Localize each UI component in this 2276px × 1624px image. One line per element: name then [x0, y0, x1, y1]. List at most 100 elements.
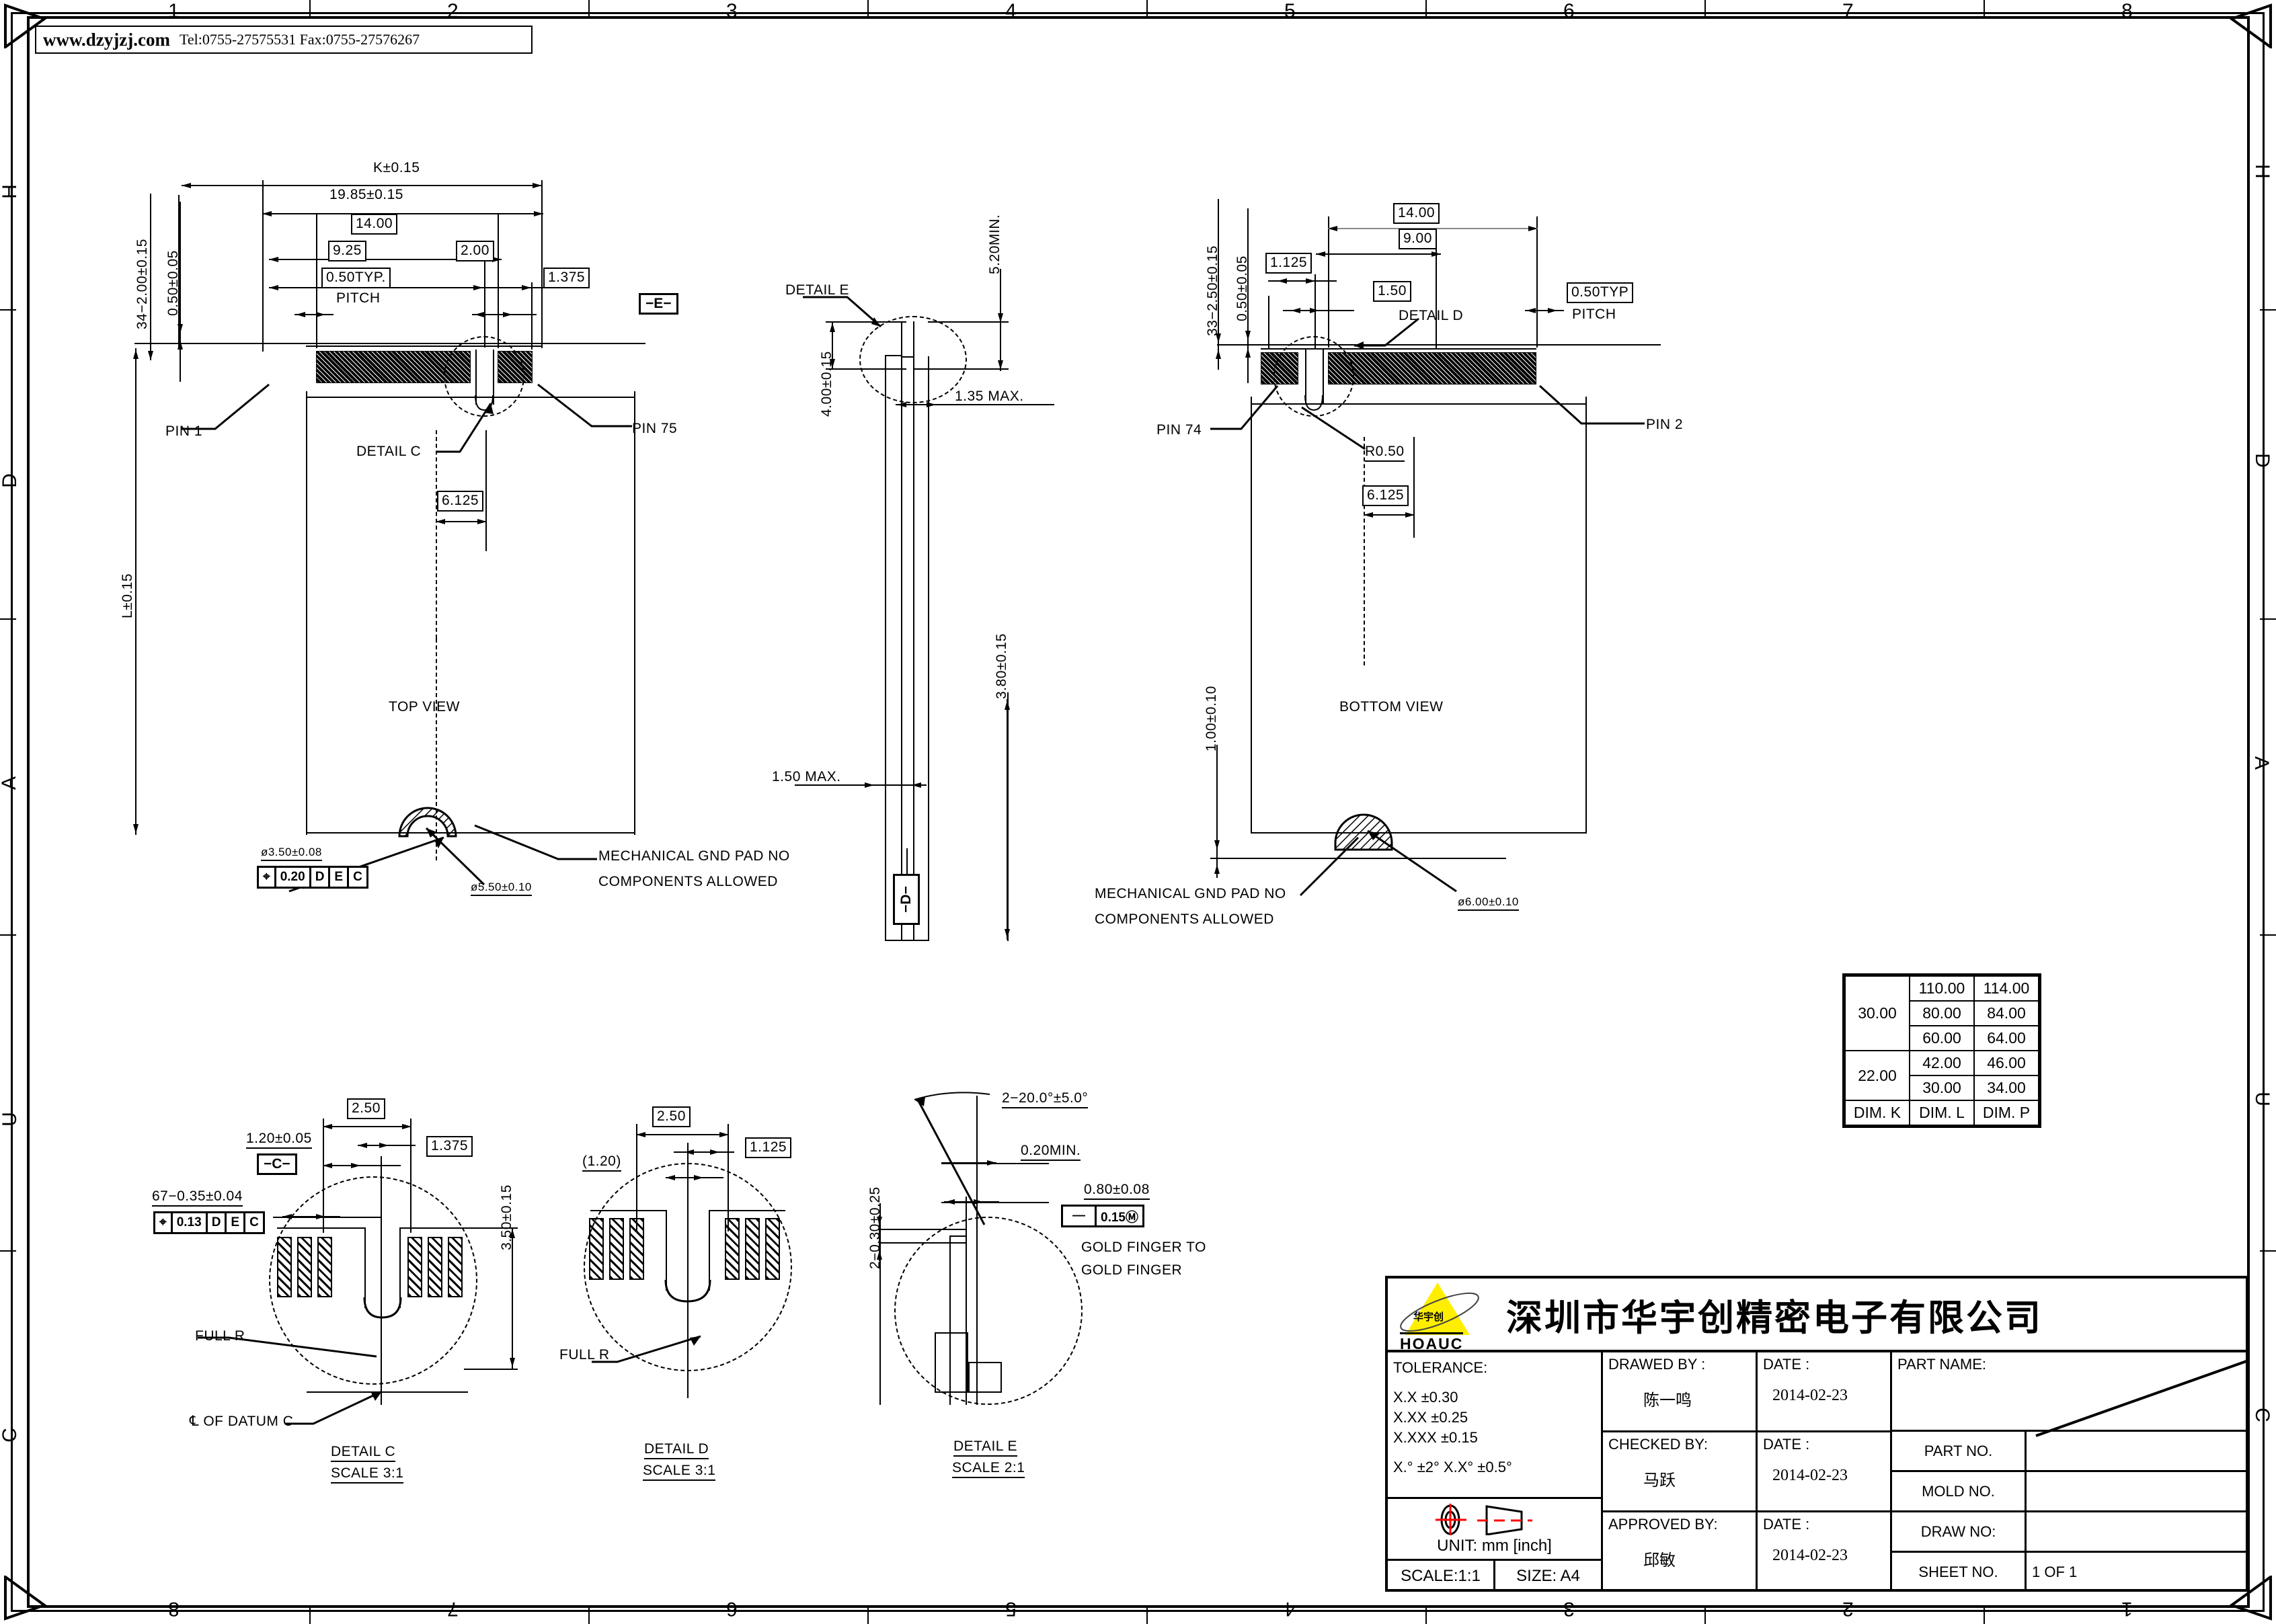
- checked-by-value: 马跃: [1643, 1472, 1676, 1490]
- ext-line: [498, 214, 499, 348]
- bottom-view-dim-9-00: 9.00: [1399, 229, 1437, 249]
- ruler-left-mark-a: A: [0, 776, 21, 790]
- bottom-view-pin-74-label: PIN 74: [1156, 422, 1202, 438]
- dim-arrow-2-030: [877, 1215, 882, 1261]
- tolerance-xxx: X.XX ±0.25: [1393, 1409, 1468, 1426]
- ext-line: [316, 214, 317, 348]
- bottom-view-strip-top: [1261, 348, 1536, 350]
- detail-e-dim-2-030: 2−0.30±0.25: [867, 1186, 883, 1269]
- detail-c-dim-1-20: 1.20±0.05: [246, 1131, 312, 1149]
- ruler-bottom-mark-8: 8: [168, 1598, 180, 1620]
- ruler-bottom-mark-3: 3: [1563, 1598, 1575, 1620]
- detail-e-note-line1: GOLD FINGER TO: [1081, 1240, 1206, 1255]
- dim-p-value-5: 34.00: [1973, 1075, 2039, 1101]
- ext-line: [178, 195, 180, 350]
- tolerance-column: TOLERANCE: X.X ±0.30 X.XX ±0.25 X.XXX ±0…: [1388, 1352, 1603, 1592]
- mold-no-value: [2027, 1472, 2246, 1512]
- top-view-label: TOP VIEW: [389, 699, 460, 715]
- logo-wordmark: HOAUC: [1400, 1332, 1464, 1353]
- fcf-datum-e: E: [330, 868, 350, 887]
- top-view-dim-0-50: 0.50±0.05: [165, 250, 181, 316]
- mold-no-row: MOLD NO.: [1892, 1472, 2246, 1512]
- detail-d-pad: [589, 1218, 604, 1280]
- website-contact-box: www.dzyjzj.com Tel:0755-27575531 Fax:075…: [35, 26, 533, 54]
- detail-c-pad: [428, 1237, 442, 1297]
- ext-line: [1210, 858, 1506, 859]
- top-view-dia-3-50: ø3.50±0.08: [261, 846, 322, 861]
- checked-by-cell: CHECKED BY: 马跃: [1603, 1432, 1758, 1512]
- ruler-left-mark-c: C: [0, 1428, 21, 1443]
- ruler-left: H D A U C: [0, 0, 28, 1624]
- drawed-row: DRAWED BY : 陈一鸣 DATE : 2014-02-23: [1603, 1352, 1892, 1432]
- detail-d-dim-1-125: 1.125: [745, 1137, 792, 1158]
- top-view-dim-34-2-00: 34−2.00±0.15: [134, 239, 150, 329]
- ruler-right-mark-d: D: [2250, 453, 2273, 468]
- detail-d-centerline: [687, 1143, 689, 1398]
- detail-e-title: DETAIL E: [953, 1438, 1018, 1457]
- dim-arrow-1-50: [1283, 308, 1354, 313]
- top-view-pin-1-label: PIN 1: [165, 423, 203, 439]
- detail-c-full-r-label: FULL R: [195, 1328, 245, 1344]
- sheet-no-label: SHEET NO.: [1892, 1553, 2027, 1592]
- ext-line: [1328, 216, 1329, 348]
- detail-c-dim-2-50: 2.50: [347, 1098, 385, 1119]
- approved-row: APPROVED BY: 邱敏 DATE : 2014-02-23: [1603, 1512, 1892, 1592]
- ruler-bottom-mark-5: 5: [1005, 1598, 1017, 1620]
- dim-arrow-33-2-50: [1216, 199, 1221, 370]
- top-view-dim-6-125: 6.125: [437, 491, 484, 512]
- top-view-body-outline: [306, 397, 635, 834]
- dim-arrow-pitch-bottom: [1525, 308, 1564, 313]
- detail-c-slot-right: [399, 1227, 401, 1308]
- drawed-date-value: 2014-02-23: [1772, 1387, 1848, 1404]
- dim-arrow-4-00: [830, 321, 835, 370]
- gdt-feature-control-frame-detail-e: — 0.15Ⓜ: [1061, 1205, 1144, 1227]
- bottom-view-gnd-note-line1: MECHANICAL GND PAD NO: [1095, 886, 1286, 901]
- ext-line: [928, 368, 1009, 370]
- approved-by-label: APPROVED BY:: [1608, 1516, 1718, 1533]
- ruler-tick: [867, 1608, 869, 1624]
- detail-d-full-r-label: FULL R: [559, 1347, 610, 1363]
- logo-chinese-text: 华宇创: [1413, 1311, 1444, 1323]
- ruler-tick: [1146, 1608, 1148, 1624]
- ext-line: [541, 180, 543, 348]
- dim-p-value-3: 64.00: [1973, 1025, 2039, 1051]
- ruler-tick: [309, 0, 311, 16]
- detail-d-slot-left: [666, 1210, 667, 1291]
- ext-line: [262, 180, 264, 352]
- ext-line: [1436, 247, 1437, 348]
- ruler-tick: [1704, 0, 1706, 16]
- ruler-top: 1 2 3 4 5 6 7 8: [0, 0, 2276, 28]
- table-row: 30.00 110.00 114.00: [1844, 975, 2039, 1051]
- ext-line: [636, 1124, 637, 1231]
- dim-arrow-1-20-d: [666, 1175, 723, 1180]
- approved-date-label: DATE :: [1763, 1516, 1810, 1533]
- company-logo: 华宇创 HOAUC: [1388, 1277, 1489, 1353]
- top-view-dia-5-50: ø5.50±0.10: [471, 881, 532, 896]
- top-view-strip-top: [306, 346, 541, 347]
- ruler-tick: [2260, 934, 2276, 936]
- dim-arrow-K: [182, 183, 542, 188]
- bottom-gold-finger-right: [1328, 352, 1536, 384]
- sheet-no-row: SHEET NO. 1 OF 1: [1892, 1553, 2246, 1592]
- drawing-frame-inner: [27, 16, 2250, 1608]
- detail-e-edge-cap: [949, 1235, 966, 1237]
- detail-e-callout-circle: [859, 316, 967, 403]
- ruler-tick: [1425, 1608, 1427, 1624]
- ruler-right-mark-a: A: [2250, 756, 2273, 770]
- bottom-view-dia-6-00: ø6.00±0.10: [1458, 895, 1519, 911]
- datum-d-symbol: −D−: [893, 874, 920, 925]
- top-view-dim-1-375: 1.375: [543, 268, 590, 288]
- draw-no-value: [2027, 1512, 2246, 1553]
- ruler-top-mark-1: 1: [168, 0, 180, 22]
- detail-c-pad: [407, 1237, 422, 1297]
- detail-c-full-radius: [363, 1297, 402, 1319]
- ext-line: [531, 282, 533, 350]
- side-view-dim-1-35-max: 1.35 MAX.: [955, 389, 1024, 404]
- drawed-by-label: DRAWED BY :: [1608, 1356, 1706, 1373]
- bottom-view-dim-33-2-50: 33−2.50±0.15: [1205, 245, 1220, 336]
- dimension-table: 30.00 110.00 114.00 80.00 84.00 60.00 64…: [1842, 973, 2041, 1128]
- ext-line: [826, 368, 906, 370]
- title-block: 华宇创 HOAUC 深圳市华宇创精密电子有限公司 TOLERANCE: X.X …: [1385, 1276, 2249, 1592]
- detail-c-dim-1-375: 1.375: [426, 1136, 473, 1157]
